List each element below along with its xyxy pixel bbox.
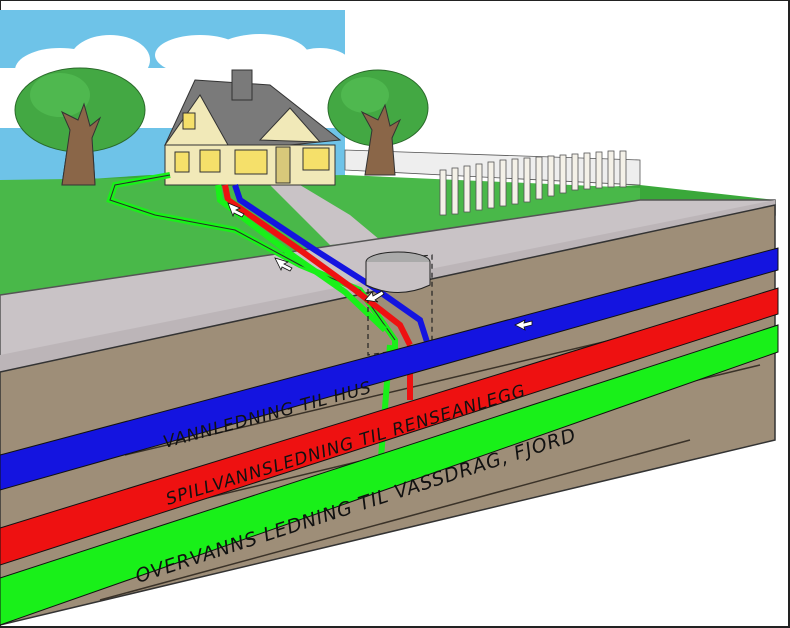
pipe-wastewater (0, 287, 779, 566)
fence-icon (344, 149, 641, 216)
water-service-line (232, 184, 431, 346)
flow-arrow-icon (227, 202, 245, 218)
house-icon (164, 69, 342, 186)
flow-arrow-icon (514, 319, 533, 331)
tree-icon (327, 69, 429, 176)
walkway (270, 185, 380, 245)
flow-arrow-icon (364, 290, 385, 303)
pipe-stormwater (0, 324, 779, 626)
wastewater-service-line (222, 184, 413, 347)
flow-arrow-icon (274, 257, 293, 272)
tree-icon (14, 67, 146, 186)
pipe-water-main (0, 247, 779, 491)
